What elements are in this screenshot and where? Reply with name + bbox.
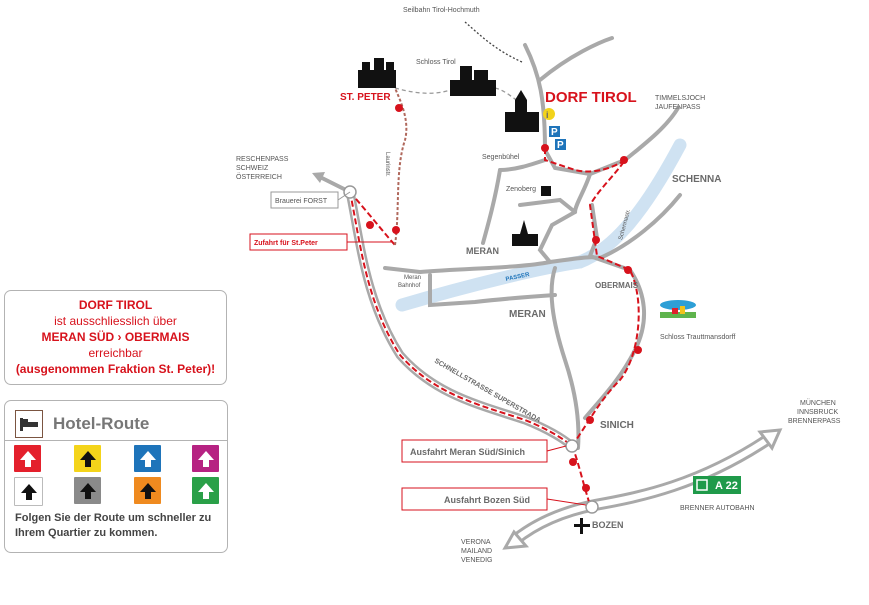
label-meran-bahnhof: Meran: [404, 275, 421, 281]
route-arrow-icon: [134, 477, 161, 504]
label-passer: PASSER: [505, 272, 531, 283]
st-peter-path: [394, 87, 408, 246]
bed-icon: [15, 410, 43, 438]
route-arrow-icon: [74, 445, 101, 472]
airport-icon: [574, 518, 590, 534]
info-line-3: MERAN SÜD › OBERMAIS: [41, 330, 190, 344]
hotel-route-header: Hotel-Route: [15, 409, 149, 439]
tourist-info-icon: [543, 108, 555, 120]
zenoberg-icon: [541, 186, 551, 196]
svg-text:i: i: [546, 110, 549, 120]
route-arrow-icon: [14, 477, 43, 506]
svg-text:Brauerei FORST: Brauerei FORST: [275, 198, 328, 205]
label-laurinstr: Laurinstr.: [384, 152, 390, 177]
label-meran-main: MERAN: [509, 309, 546, 320]
svg-text:INNSBRUCK: INNSBRUCK: [797, 409, 839, 416]
route-arrow-icon: [134, 445, 161, 472]
meran-church-icon: [512, 220, 538, 246]
svg-text:BRENNERPASS: BRENNERPASS: [788, 418, 841, 425]
label-obermais: OBERMAIS: [595, 281, 639, 290]
seilbahn-line: [464, 21, 523, 63]
label-schloss-tirol: Schloss Tirol: [416, 59, 456, 66]
svg-text:P: P: [557, 140, 564, 151]
label-reschenpass: RESCHENPASS: [236, 156, 289, 163]
svg-text:SCHWEIZ: SCHWEIZ: [236, 165, 269, 172]
svg-text:A 22: A 22: [715, 480, 738, 492]
label-trauttmansdorff: Schloss Trauttmansdorff: [660, 334, 735, 341]
route-markers: [366, 104, 642, 492]
info-line-2: ist ausschliesslich über: [54, 314, 177, 328]
svg-text:Zufahrt für St.Peter: Zufahrt für St.Peter: [254, 240, 318, 247]
info-line-1: DORF TIROL: [78, 298, 153, 312]
label-zenoberg: Zenoberg: [506, 186, 536, 193]
route-arrow-icon: [74, 477, 101, 504]
label-timmelsjoch: TIMMELSJOCH: [655, 95, 705, 102]
label-meran-top: MERAN: [466, 246, 499, 256]
svg-text:ÖSTERREICH: ÖSTERREICH: [236, 173, 282, 181]
svg-text:Bahnhof: Bahnhof: [398, 283, 421, 289]
route-arrow-icon: [192, 477, 219, 504]
label-schenna: SCHENNA: [672, 174, 721, 185]
label-st-peter: ST. PETER: [340, 92, 391, 103]
label-segenbuehel: Segenbühel: [482, 154, 520, 161]
route-arrow-icon: [192, 445, 219, 472]
label-brenner-autobahn: BRENNER AUTOBAHN: [680, 505, 755, 512]
svg-text:Ausfahrt Meran Süd/Sinich: Ausfahrt Meran Süd/Sinich: [410, 447, 525, 457]
label-bozen: BOZEN: [592, 520, 624, 530]
river-passer: [395, 138, 687, 312]
st-peter-castle-icon: [358, 58, 396, 88]
hotel-route-legend: Hotel-Route Folgen Sie der Route um schn…: [4, 400, 228, 553]
label-seilbahn: Seilbahn Tirol-Hochmuth: [403, 7, 480, 14]
schloss-tirol-icon: [450, 66, 496, 96]
label-sinich: SINICH: [600, 420, 634, 431]
parking-icon: [549, 126, 560, 137]
hotel-route-title: Hotel-Route: [53, 414, 150, 433]
dorf-tirol-church-icon: [505, 90, 539, 132]
access-info-box: DORF TIROL ist ausschliesslich über MERA…: [4, 290, 227, 385]
svg-text:JAUFENPASS: JAUFENPASS: [655, 104, 701, 111]
svg-text:Ausfahrt Bozen Süd: Ausfahrt Bozen Süd: [444, 495, 530, 505]
svg-text:P: P: [551, 127, 558, 138]
trauttmansdorff-icon: [660, 300, 696, 318]
info-line-4: erreichbar: [88, 346, 143, 360]
roads: [383, 36, 682, 450]
route-arrow-icon: [14, 445, 41, 472]
label-dorf-tirol: DORF TIROL: [545, 89, 637, 106]
svg-text:MAILAND: MAILAND: [461, 548, 492, 555]
label-muenchen: MÜNCHEN: [800, 399, 836, 407]
label-verona: VERONA: [461, 539, 491, 546]
svg-text:VENEDIG: VENEDIG: [461, 557, 493, 564]
info-line-5: (ausgenommen Fraktion St. Peter)!: [15, 362, 216, 376]
parking-icon-2: [555, 139, 566, 150]
junctions: [343, 185, 599, 514]
hotel-route-instruction: Folgen Sie der Route um schneller zu Ihr…: [15, 512, 212, 539]
